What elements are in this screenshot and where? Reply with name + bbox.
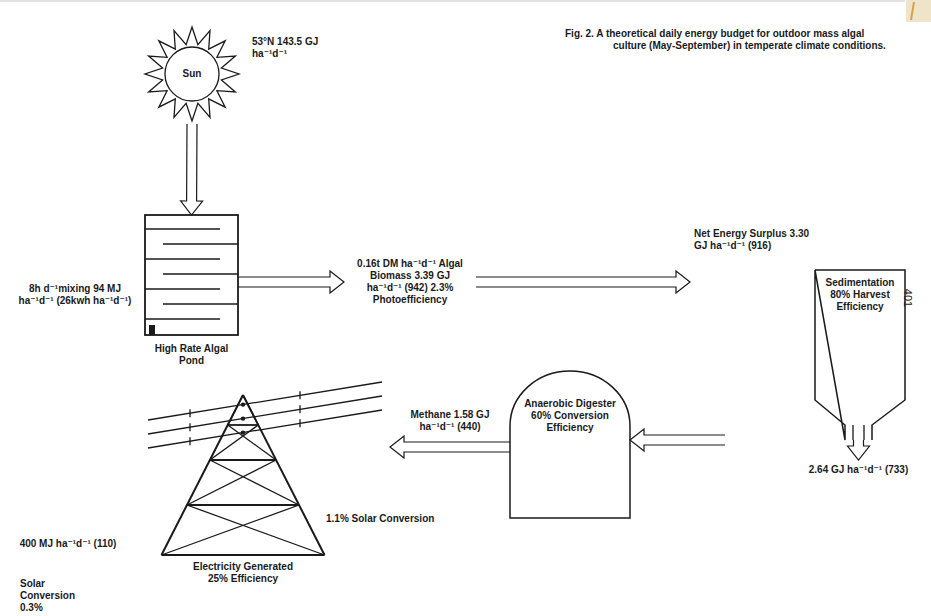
sun-label: Sun xyxy=(142,68,242,80)
tower-leg xyxy=(162,395,244,555)
tower-leg xyxy=(243,395,325,555)
pond-baffle xyxy=(163,273,238,274)
flow-arrow xyxy=(630,429,870,460)
insulator xyxy=(241,430,245,434)
latitude-irradiance: 53°N 143.5 GJ ha⁻¹d⁻¹ xyxy=(252,36,347,60)
hollow-arrow xyxy=(630,429,725,451)
pond-baffle xyxy=(145,228,220,229)
tank-outline xyxy=(815,270,905,440)
pond-baffle xyxy=(145,288,220,289)
figure-caption: Fig. 2. A theoretical daily energy budge… xyxy=(565,28,895,52)
sun-node: Sun xyxy=(142,24,242,124)
wire-tick xyxy=(299,391,300,399)
wire-tick xyxy=(189,437,190,445)
tower-name: Electricity Generated 25% Efficiency xyxy=(188,561,298,585)
insulator xyxy=(241,402,245,406)
tower-bar xyxy=(162,554,325,556)
digester-name: Anaerobic Digester 60% Conversion Effici… xyxy=(518,398,622,434)
anaerobic-digester: Anaerobic Digester 60% Conversion Effici… xyxy=(510,368,630,518)
page-corner xyxy=(906,0,931,22)
flow-value: 2.64 GJ ha⁻¹d⁻¹ (733) xyxy=(804,464,914,476)
wire-tick xyxy=(189,423,190,431)
tower-bar xyxy=(228,424,259,426)
tank-spout xyxy=(863,425,864,440)
hollow-arrow xyxy=(390,436,510,458)
corner-mark xyxy=(911,2,914,20)
hollow-arrow xyxy=(238,271,344,293)
wire-tick xyxy=(189,409,190,417)
pond-baffle xyxy=(163,303,238,304)
electricity-tower: Electricity Generated 25% Efficiency xyxy=(140,380,390,602)
tower-brace xyxy=(187,460,276,505)
hollow-arrow xyxy=(476,271,690,293)
anaerobic-digester-outline xyxy=(510,368,630,518)
sedimentation-tank: Net Energy Surplus 3.30 GJ ha⁻¹d⁻¹ (916)… xyxy=(690,225,910,440)
pond-name: High Rate Algal Pond xyxy=(145,343,238,367)
page-number: 401 xyxy=(902,283,914,313)
sedimentation-tank-outline xyxy=(690,225,910,440)
flow-value: Methane 1.58 GJ ha⁻¹d⁻¹ (440) xyxy=(400,409,500,433)
power-wire xyxy=(148,382,382,420)
power-wire xyxy=(148,396,382,434)
flow-value: 0.16t DM ha⁻¹d⁻¹ Algal Biomass 3.39 GJ h… xyxy=(354,258,466,306)
tank-spout xyxy=(852,425,853,440)
tower-bar xyxy=(210,459,276,461)
tower-brace xyxy=(210,425,258,460)
surplus-heading: Net Energy Surplus 3.30 GJ ha⁻¹d⁻¹ (916) xyxy=(694,228,810,252)
scan-edge xyxy=(0,1,905,2)
pond-baffle xyxy=(145,318,220,319)
hollow-arrow xyxy=(848,440,870,460)
paddle-wheel xyxy=(149,325,155,335)
tower-bar xyxy=(187,504,299,506)
power-wire xyxy=(148,410,382,448)
flow-arrow xyxy=(238,271,690,293)
pond-baffle xyxy=(145,258,220,259)
wire-tick xyxy=(299,419,300,427)
tower-brace xyxy=(210,460,299,505)
tank-name: Sedimentation 80% Harvest Efficiency xyxy=(818,277,902,313)
algal-pond: High Rate Algal Pond xyxy=(145,215,238,375)
digester-dome xyxy=(510,371,630,518)
electricity-output: 400 MJ ha⁻¹d⁻¹ (110) xyxy=(18,538,118,550)
wire-tick xyxy=(299,405,300,413)
insulator xyxy=(241,416,245,420)
solar-conversion-total: Solar Conversion 0.3% xyxy=(20,578,84,614)
solar-conversion-note: 1.1% Solar Conversion xyxy=(326,513,456,525)
pond-outline xyxy=(145,215,238,335)
pond-baffle xyxy=(163,243,238,244)
flow-arrow xyxy=(390,436,510,458)
tower-brace xyxy=(187,505,325,555)
tower-brace xyxy=(162,505,300,555)
mixing-energy: 8h d⁻¹mixing 94 MJ ha⁻¹d⁻¹ (26kwh ha⁻¹d⁻… xyxy=(16,283,134,307)
hollow-arrow xyxy=(181,124,203,215)
flow-arrow xyxy=(181,124,203,215)
tower-brace xyxy=(243,395,258,425)
